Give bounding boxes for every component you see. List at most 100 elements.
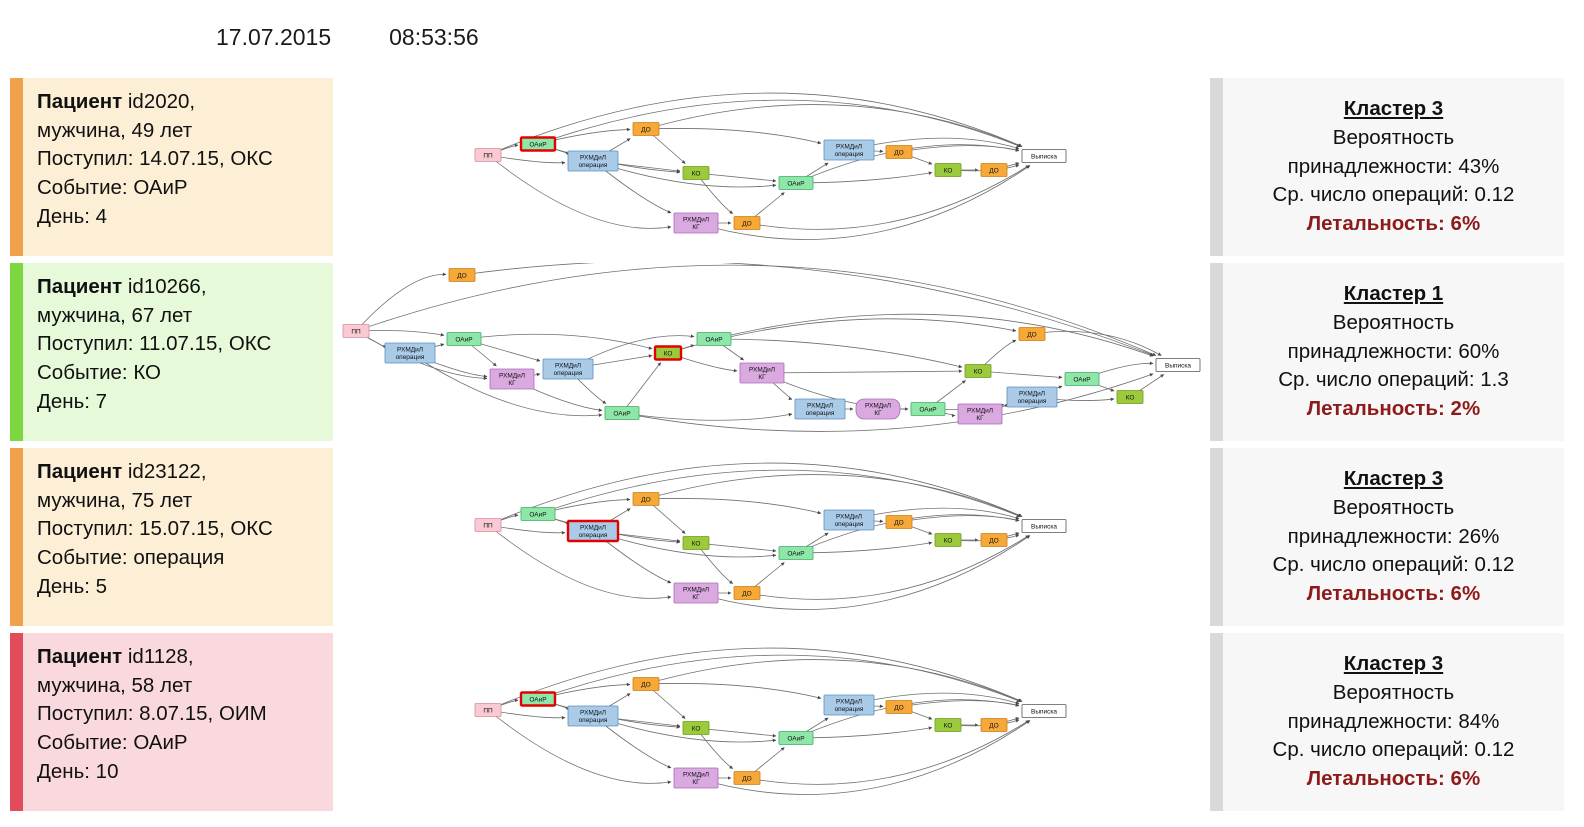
graph-node-pp: ПП: [474, 518, 502, 532]
graph-edge: [537, 654, 1021, 702]
graph-edge: [746, 165, 1030, 230]
graph-node-label: ПП: [351, 328, 361, 335]
cluster-card: Кластер 1 Вероятность принадлежности: 60…: [1210, 263, 1564, 441]
graph-node-ko_c: КО: [1116, 390, 1144, 404]
graph-node-ko2: КО: [934, 533, 962, 547]
graph-edge: [695, 720, 1031, 795]
graph-edge: [898, 700, 1020, 708]
graph-node-do1: ДО: [632, 122, 660, 136]
patient-admission: Поступил: 14.07.15, ОКС: [37, 147, 273, 171]
graph-edge: [355, 330, 488, 381]
graph-node-label: КО: [974, 368, 983, 375]
cluster-lethality: Летальность: 6%: [1306, 767, 1481, 791]
patient-event: Событие: ОАиР: [37, 176, 188, 200]
graph-edge: [898, 145, 1020, 153]
graph-edge: [487, 647, 1023, 711]
graph-node-oair2: ОАиР: [778, 176, 814, 190]
graph-node-label: ДО: [989, 167, 998, 174]
graph-node-do3: ДО: [885, 145, 913, 159]
graph-edge: [713, 313, 1154, 357]
graph-node-label: ОАиР: [529, 141, 546, 148]
graph-edge: [645, 498, 822, 515]
patient-accent-bar: [10, 633, 23, 811]
patient-info: Пациент id1128, мужчина, 58 лет Поступил…: [23, 633, 273, 811]
graph-edge: [487, 154, 672, 230]
graph-node-oair2: ОАиР: [778, 546, 814, 560]
graph-node-label: КО: [692, 540, 701, 547]
graph-node-label: ОАиР: [455, 336, 472, 343]
dashboard-row: Пациент id23122, мужчина, 75 лет Поступи…: [0, 448, 1584, 626]
graph-node-label: ДО: [641, 126, 650, 133]
graph-node-oair2: ОАиР: [778, 731, 814, 745]
cluster-lethality: Летальность: 6%: [1306, 582, 1481, 606]
cluster-probability-label: Вероятность: [1332, 310, 1455, 334]
cluster-accent-bar: [1210, 633, 1223, 811]
report-datetime: 17.07.2015 08:53:56: [216, 24, 479, 51]
graph-node-label: ДО: [989, 537, 998, 544]
cluster-lethality: Летальность: 2%: [1306, 397, 1481, 421]
graph-edge: [355, 264, 1157, 356]
dashboard-row: Пациент id2020, мужчина, 49 лет Поступил…: [0, 78, 1584, 256]
graph-node-label: КО: [1126, 394, 1135, 401]
graph-node-label: ДО: [742, 220, 751, 227]
graph-node-do3: ДО: [885, 700, 913, 714]
graph-node-label: ДО: [894, 149, 903, 156]
patient-admission: Поступил: 11.07.15, ОКС: [37, 332, 272, 356]
patient-id: id2020,: [127, 90, 196, 113]
graph-edge: [795, 171, 933, 184]
graph-node-do2: ДО: [733, 216, 761, 230]
graph-edge: [1031, 331, 1162, 356]
report-date: 17.07.2015: [216, 24, 332, 50]
graph-node-label: КО: [692, 170, 701, 177]
graph-edge: [695, 535, 1031, 610]
graph-node-ko_b: КО: [964, 364, 992, 378]
graph-node-do3: ДО: [885, 515, 913, 529]
patient-admission: Поступил: 8.07.15, ОИМ: [37, 702, 267, 726]
graph-edge: [848, 692, 1020, 706]
patient-name-line: Пациент id2020,: [37, 88, 273, 117]
graph-node-label: КО: [692, 725, 701, 732]
graph-edge: [621, 373, 1154, 432]
graph-node-label: ДО: [742, 775, 751, 782]
graph-node-label: ОАиР: [705, 336, 722, 343]
graph-node-label: ДО: [641, 496, 650, 503]
patient-card: Пациент id23122, мужчина, 75 лет Поступи…: [10, 448, 333, 626]
graph-edge: [898, 515, 1020, 523]
graph-node-label: КО: [944, 537, 953, 544]
patient-accent-bar: [10, 448, 23, 626]
patient-card: Пациент id2020, мужчина, 49 лет Поступил…: [10, 78, 333, 256]
graph-node-vyp: Выписка: [1021, 149, 1067, 163]
graph-node-label: ПП: [483, 152, 493, 159]
graph-edge: [461, 263, 1155, 356]
graph-edge: [746, 720, 1030, 785]
patient-admission: Поступил: 15.07.15, ОКС: [37, 517, 273, 541]
graph-node-do4: ДО: [980, 718, 1008, 732]
graph-node-do_b: ДО: [1018, 327, 1046, 341]
graph-node-label: ДО: [894, 519, 903, 526]
graph-edge: [795, 726, 933, 739]
cluster-operations: Ср. число операций: 0.12: [1272, 553, 1515, 577]
graph-edge: [621, 362, 662, 414]
graph-node-oair1: ОАиР: [519, 691, 557, 707]
graph-node-pp: ПП: [342, 324, 370, 338]
cluster-info: Кластер 3 Вероятность принадлежности: 43…: [1223, 78, 1564, 256]
patient-label: Пациент: [37, 645, 123, 668]
graph-node-oair_c: ОАиР: [696, 332, 732, 346]
graph-node-label: ДО: [641, 681, 650, 688]
graph-edge: [645, 659, 1022, 702]
dashboard-row: Пациент id10266, мужчина, 67 лет Поступи…: [0, 263, 1584, 441]
graph-node-vyp: Выписка: [1021, 704, 1067, 718]
graph-node-oair_a: ОАиР: [446, 332, 482, 346]
